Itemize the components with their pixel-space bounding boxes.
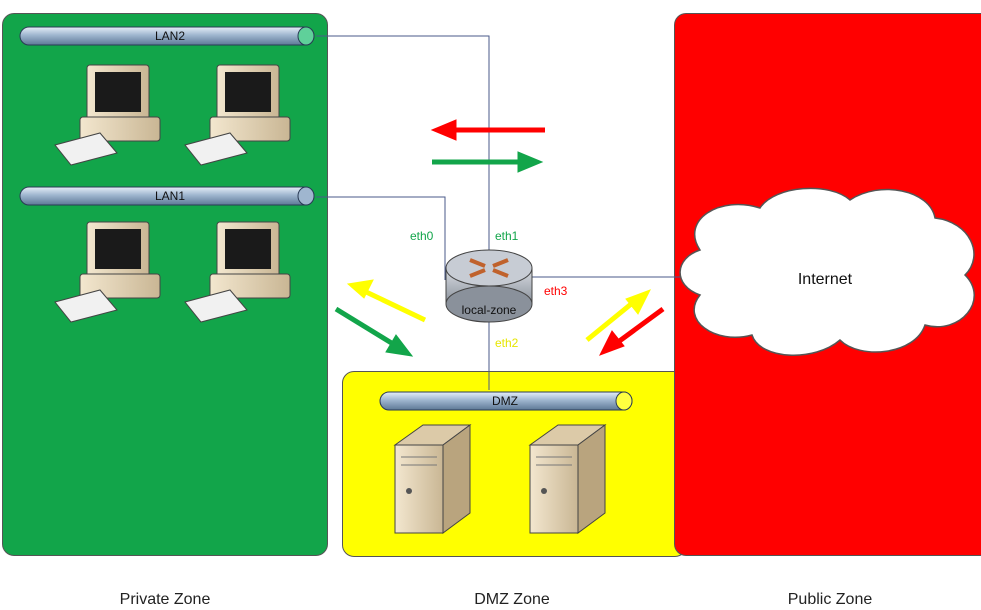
dmz-bus <box>379 391 633 411</box>
internet-label: Internet <box>797 271 853 288</box>
router-label: local-zone <box>461 303 517 317</box>
lan2-bus <box>19 26 315 46</box>
arrow-green-top <box>432 151 544 173</box>
workstation-icon <box>54 64 161 166</box>
arrow-yellow-left <box>346 279 427 323</box>
workstation-icon <box>54 221 161 323</box>
workstation-icon <box>184 64 291 166</box>
lan2-link <box>316 35 490 258</box>
eth0-label: eth0 <box>410 229 434 243</box>
arrow-yellow-right <box>585 289 652 342</box>
lan1-label: LAN1 <box>154 189 186 203</box>
dmz-bus-label: DMZ <box>492 394 518 408</box>
dmz-zone-label: DMZ Zone <box>474 591 550 608</box>
public-zone-label: Public Zone <box>787 591 873 608</box>
arrow-red-right <box>598 306 665 356</box>
server-icon <box>393 424 472 534</box>
eth3-label: eth3 <box>544 284 568 298</box>
server-icon <box>528 424 607 534</box>
workstation-icon <box>184 221 291 323</box>
lan2-label: LAN2 <box>154 29 186 43</box>
eth2-label: eth2 <box>495 336 519 350</box>
connection-lines <box>316 35 686 390</box>
private-zone-label: Private Zone <box>119 591 211 608</box>
lan1-bus <box>19 186 315 206</box>
arrow-green-left <box>334 306 414 357</box>
lan1-link <box>316 196 446 280</box>
internet-cloud <box>679 187 975 356</box>
router-icon <box>445 249 533 323</box>
arrow-red-top <box>430 119 545 141</box>
eth1-label: eth1 <box>495 229 519 243</box>
